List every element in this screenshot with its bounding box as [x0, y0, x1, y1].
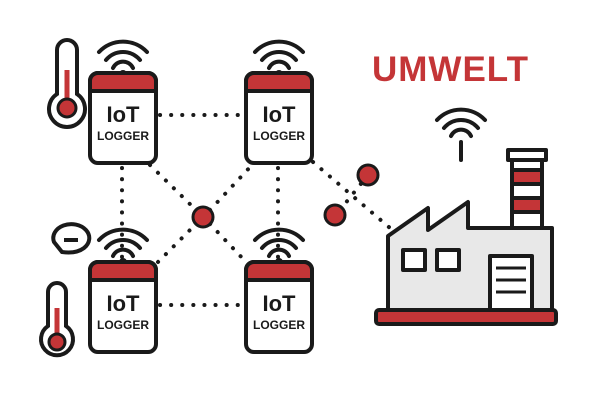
- network-node-icon: [323, 203, 347, 227]
- iot-label: IoT: [262, 102, 296, 127]
- link-diag-1: [148, 163, 198, 212]
- wifi-icon: [97, 39, 149, 78]
- logger-label-2: IoT LOGGER: [244, 102, 314, 144]
- logger-device-2: [244, 71, 314, 165]
- link-node-a: [338, 178, 366, 212]
- link-diag-3: [208, 222, 248, 264]
- iot-label: IoT: [106, 291, 140, 316]
- logger-label-4: IoT LOGGER: [244, 291, 314, 333]
- thermometer-icon: [47, 38, 87, 129]
- logger-device-4: [244, 260, 314, 354]
- logger-label-1: IoT LOGGER: [88, 102, 158, 144]
- logger-label: LOGGER: [96, 318, 149, 332]
- wifi-icon: [253, 39, 305, 78]
- logger-label: LOGGER: [96, 129, 149, 143]
- logger-device-3: [88, 260, 158, 354]
- page-title: UMWELT: [372, 50, 529, 89]
- logger-device-1: [88, 71, 158, 165]
- network-node-icon: [191, 205, 215, 229]
- network-node-icon: [356, 163, 380, 187]
- logger-label-3: IoT LOGGER: [88, 291, 158, 333]
- thermometer-icon: [39, 281, 75, 358]
- link-diag-2: [208, 163, 254, 212]
- network-connections: [120, 113, 392, 307]
- moisture-sensor-icon: [51, 222, 92, 255]
- link-diag-4: [156, 222, 198, 264]
- factory-icon: [374, 148, 558, 326]
- wifi-icon: [435, 107, 487, 162]
- iot-label: IoT: [106, 102, 140, 127]
- logger-label: LOGGER: [252, 129, 305, 143]
- iot-label: IoT: [262, 291, 296, 316]
- network-nodes: [191, 163, 380, 229]
- logger-label: LOGGER: [252, 318, 305, 332]
